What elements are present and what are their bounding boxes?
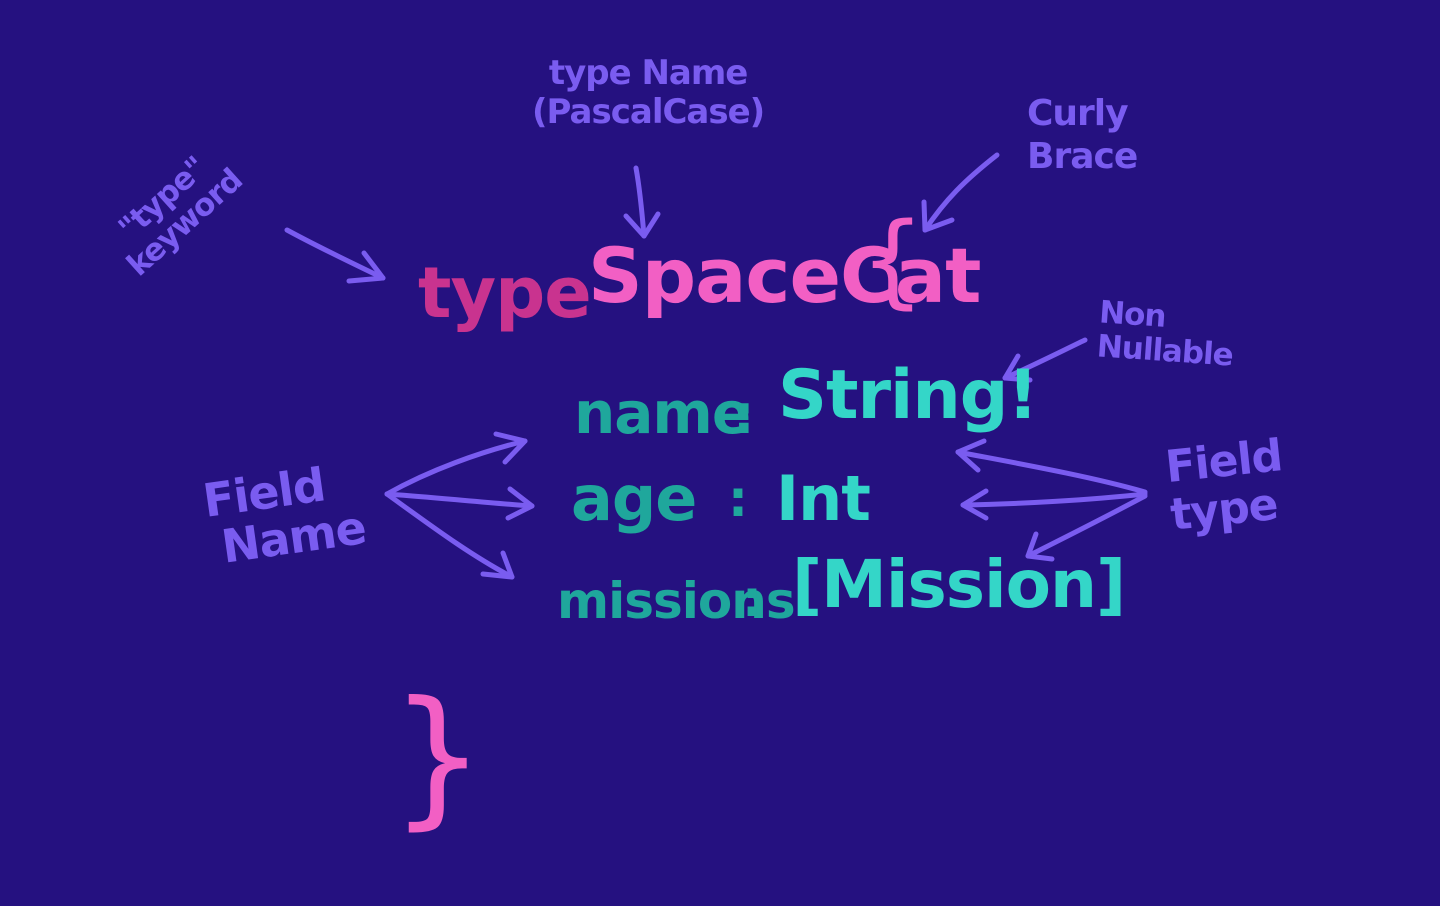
arrow-field-type-1 — [955, 449, 1148, 495]
close-brace: } — [390, 670, 485, 844]
arrow-field-name-1 — [384, 438, 528, 497]
type-name: SpaceCat — [588, 231, 981, 320]
field-type-string: String! — [778, 356, 1038, 435]
annotation-field-type: Field type — [1163, 430, 1289, 541]
arrow-field-type-3-head — [1025, 531, 1055, 562]
arrow-field-type-2 — [960, 491, 1148, 508]
arrow-field-type-1-head — [955, 438, 987, 473]
field-colon-name: : — [733, 383, 755, 446]
annotation-curly-brace-line2: Brace — [1027, 136, 1138, 178]
annotation-non-nullable: Non Nullable — [1096, 294, 1236, 373]
field-name-name: name — [574, 379, 751, 447]
field-colon-missions: : — [742, 570, 762, 628]
arrow-field-name-3 — [384, 491, 515, 580]
annotation-type-name-line1: type Name — [548, 53, 749, 93]
field-name-age: age — [571, 462, 697, 535]
arrow-field-name-2-head — [505, 486, 535, 521]
field-type-int: Int — [776, 462, 871, 535]
annotation-curly-brace: Curly Brace — [1027, 92, 1138, 178]
arrow-non-nullable — [1002, 337, 1088, 381]
arrow-curly-brace — [922, 152, 1000, 233]
arrow-non-nullable-head — [1002, 353, 1033, 383]
field-type-missions: [Mission] — [792, 546, 1126, 623]
arrow-type-keyword-head — [346, 250, 386, 284]
annotation-curly-brace-line1: Curly — [1027, 93, 1129, 134]
open-brace: { — [860, 201, 925, 320]
arrow-curly-brace-head — [921, 199, 955, 233]
arrow-type-name — [633, 165, 647, 239]
type-keyword: type — [418, 252, 592, 334]
annotation-type-name-line2: (PascalCase) — [532, 92, 765, 133]
arrow-field-name-3-head — [480, 550, 515, 580]
field-colon-age: : — [728, 470, 748, 528]
arrow-type-name-head — [623, 211, 661, 239]
arrow-field-type-3 — [1025, 493, 1148, 559]
arrow-field-name-2 — [384, 491, 535, 509]
arrow-field-type-2-head — [960, 488, 989, 521]
annotation-field-name: Field Name — [200, 456, 369, 574]
arrow-type-keyword — [284, 227, 386, 281]
arrow-field-name-1-head — [493, 431, 528, 465]
field-name-missions: missions — [557, 572, 796, 630]
annotation-type-name: type Name (PascalCase) — [532, 53, 765, 133]
